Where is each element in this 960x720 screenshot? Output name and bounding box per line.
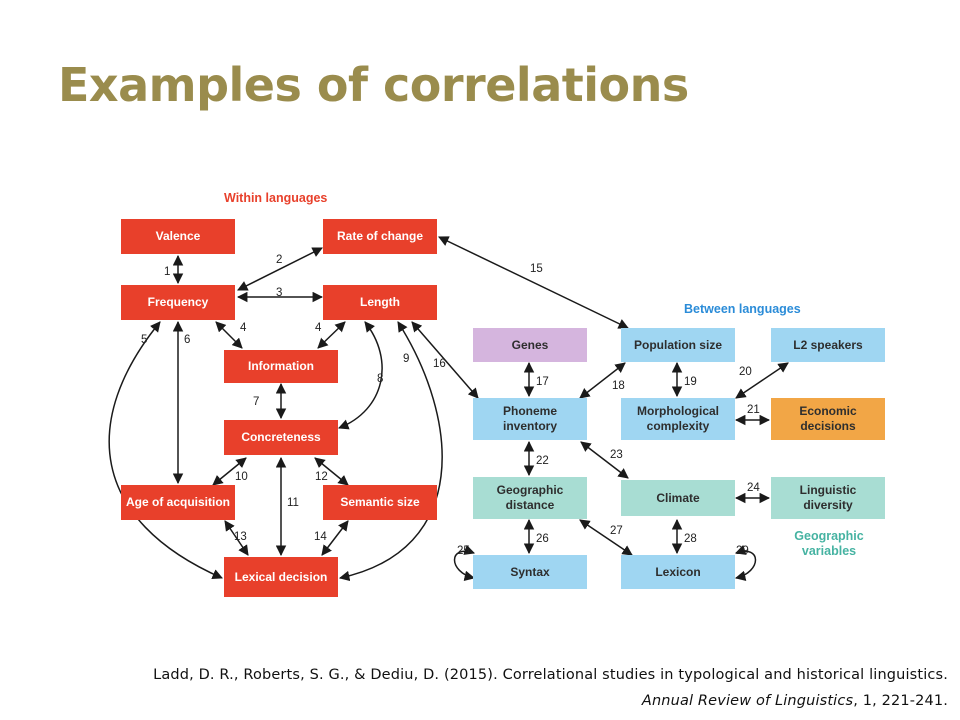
node-semantic-size: Semantic size xyxy=(323,485,437,520)
edge-label-5: 5 xyxy=(141,334,147,346)
edge-5 xyxy=(108,321,223,579)
edge-label-1: 1 xyxy=(164,266,170,278)
node-frequency: Frequency xyxy=(121,285,235,320)
edge-label-4b: 4 xyxy=(315,322,322,334)
edge-14 xyxy=(321,520,349,556)
node-genes: Genes xyxy=(473,328,587,362)
edge-8 xyxy=(338,321,383,430)
edge-label-27: 27 xyxy=(610,525,623,537)
node-information: Information xyxy=(224,350,338,383)
edge-label-13: 13 xyxy=(234,531,247,543)
edge-12 xyxy=(314,457,349,486)
edge-label-29: 29 xyxy=(736,545,749,557)
node-lexicon: Lexicon xyxy=(621,555,735,589)
edge-label-14: 14 xyxy=(314,531,327,543)
edge-13 xyxy=(224,520,249,556)
citation-volume-pages: , 1, 221-241. xyxy=(853,693,948,709)
edge-label-9: 9 xyxy=(403,353,409,365)
edge-label-12: 12 xyxy=(315,471,328,483)
edge-4b xyxy=(317,321,346,349)
edge-9 xyxy=(338,321,443,582)
edge-label-16: 16 xyxy=(433,358,446,370)
edge-label-19: 19 xyxy=(684,376,697,388)
edge-15 xyxy=(438,236,629,329)
citation-line-2: Annual Review of Linguistics, 1, 221-241… xyxy=(18,688,948,714)
edge-label-20: 20 xyxy=(739,366,752,378)
edge-label-17: 17 xyxy=(536,376,549,388)
node-length: Length xyxy=(323,285,437,320)
edge-label-22: 22 xyxy=(536,455,549,467)
edge-label-3: 3 xyxy=(276,287,282,299)
edge-label-24: 24 xyxy=(747,482,760,494)
edge-label-18: 18 xyxy=(612,380,625,392)
node-phoneme-inventory: Phoneme inventory xyxy=(473,398,587,440)
edge-25 xyxy=(453,544,476,581)
edge-4a xyxy=(215,321,243,349)
edge-label-28: 28 xyxy=(684,533,697,545)
edge-label-21: 21 xyxy=(747,404,760,416)
node-rate-of-change: Rate of change xyxy=(323,219,437,254)
edge-label-11: 11 xyxy=(287,497,299,509)
node-geographic-distance: Geographic distance xyxy=(473,477,587,519)
node-age-of-acquisition: Age of acquisition xyxy=(121,485,235,520)
edge-label-6: 6 xyxy=(184,334,190,346)
node-linguistic-diversity: Linguistic diversity xyxy=(771,477,885,519)
edge-20 xyxy=(735,362,789,399)
edge-label-23: 23 xyxy=(610,449,623,461)
slide-title: Examples of correlations xyxy=(58,58,689,112)
node-valence: Valence xyxy=(121,219,235,254)
node-lexical-decision: Lexical decision xyxy=(224,557,338,597)
edge-29 xyxy=(734,544,757,581)
edge-2 xyxy=(237,247,323,291)
within-languages-label: Within languages xyxy=(224,191,328,205)
edge-18 xyxy=(579,362,626,399)
edge-label-8: 8 xyxy=(377,373,383,385)
edge-label-4a: 4 xyxy=(240,322,247,334)
edge-label-15: 15 xyxy=(530,263,543,275)
citation-line-1: Ladd, D. R., Roberts, S. G., & Dediu, D.… xyxy=(153,667,948,683)
node-syntax: Syntax xyxy=(473,555,587,589)
edge-27 xyxy=(579,519,633,556)
edge-label-25: 25 xyxy=(457,545,470,557)
edge-label-10: 10 xyxy=(235,471,248,483)
edge-16 xyxy=(411,321,479,399)
node-climate: Climate xyxy=(621,480,735,516)
between-languages-label: Between languages xyxy=(684,302,801,316)
node-economic-decisions: Economic decisions xyxy=(771,398,885,440)
node-l2-speakers: L2 speakers xyxy=(771,328,885,362)
citation: Ladd, D. R., Roberts, S. G., & Dediu, D.… xyxy=(18,662,948,714)
node-population-size: Population size xyxy=(621,328,735,362)
edge-23 xyxy=(580,441,629,479)
geographic-variables-label: Geographic variables xyxy=(794,529,864,558)
citation-journal: Annual Review of Linguistics xyxy=(641,693,854,709)
edge-10 xyxy=(212,457,247,486)
edge-label-2: 2 xyxy=(276,254,282,266)
edge-label-26: 26 xyxy=(536,533,549,545)
node-concreteness: Concreteness xyxy=(224,420,338,455)
node-morphological-complexity: Morphological complexity xyxy=(621,398,735,440)
edge-label-7: 7 xyxy=(253,396,259,408)
